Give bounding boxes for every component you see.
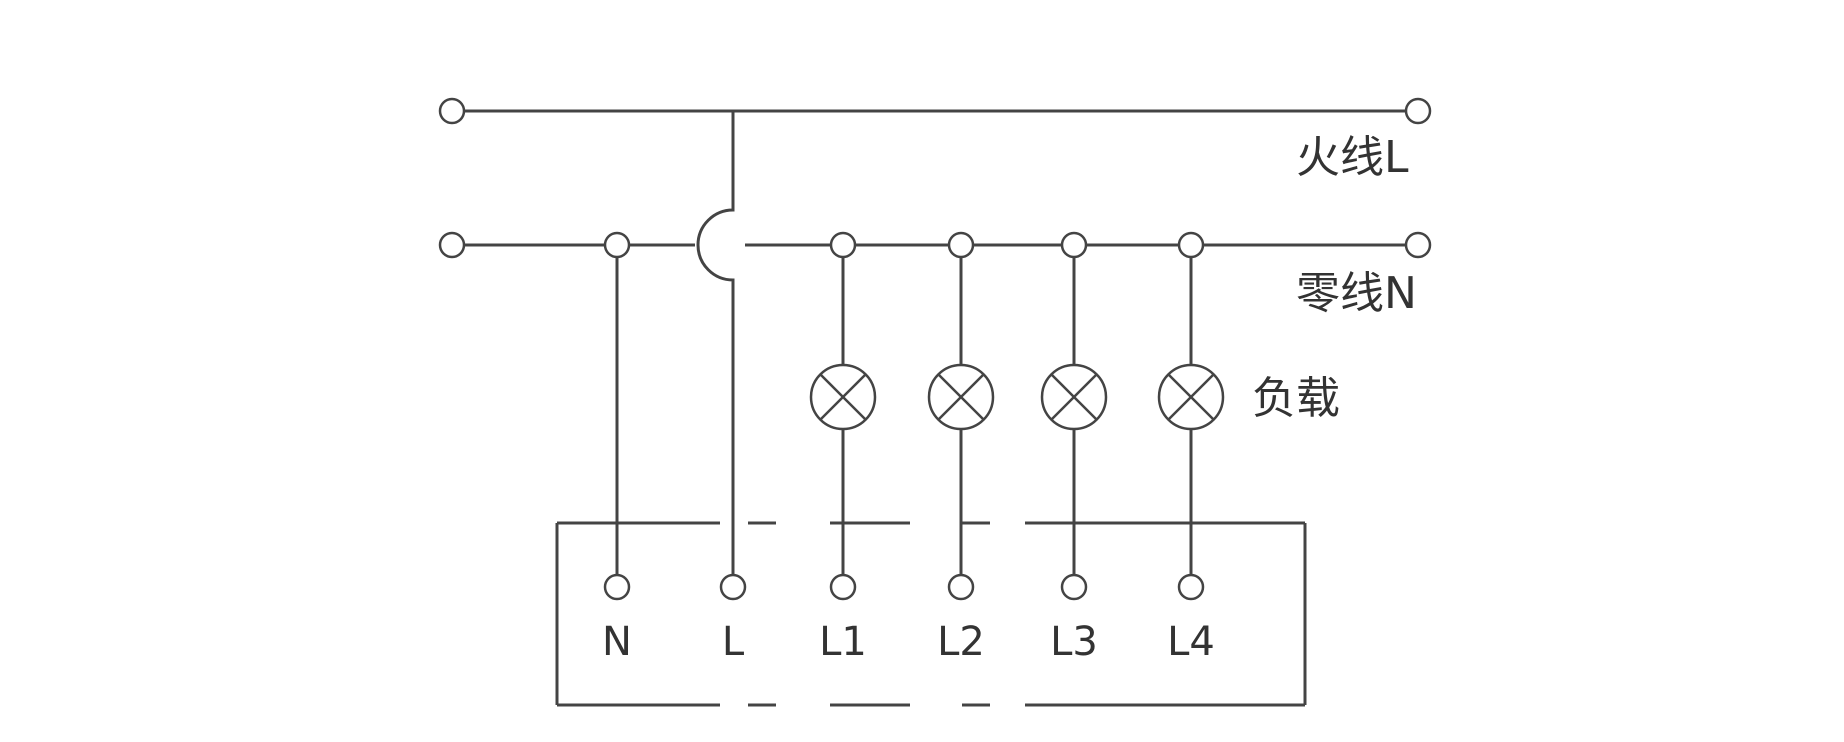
- lamp-1: [809, 363, 877, 431]
- terminal-l-node: [719, 573, 747, 601]
- terminal-label-l3: L3: [1050, 619, 1098, 665]
- neutral-junction-3: [1060, 231, 1088, 259]
- terminal-label-l: L: [722, 619, 745, 665]
- neutral-line-left-node: [438, 231, 466, 259]
- neutral-line-right-node: [1404, 231, 1432, 259]
- terminal-l4-node: [1177, 573, 1205, 601]
- load-label: 负载: [1252, 373, 1340, 424]
- neutral-junction-4: [1177, 231, 1205, 259]
- terminal-n-node: [603, 573, 631, 601]
- terminal-l1-node: [829, 573, 857, 601]
- live-line-right-node: [1404, 97, 1432, 125]
- terminal-label-n: N: [602, 619, 632, 665]
- neutral-junction-n: [603, 231, 631, 259]
- neutral-junction-1: [829, 231, 857, 259]
- module-box: [555, 521, 1307, 707]
- terminal-l3-node: [1060, 573, 1088, 601]
- terminal-label-l2: L2: [937, 619, 985, 665]
- neutral-junction-2: [947, 231, 975, 259]
- live-line-label: 火线L: [1296, 132, 1409, 183]
- lamp-3: [1040, 363, 1108, 431]
- lamp-2: [927, 363, 995, 431]
- neutral-line-label: 零线N: [1296, 268, 1417, 319]
- live-to-l-wire: [696, 111, 735, 587]
- live-line-left-node: [438, 97, 466, 125]
- lamp-4: [1157, 363, 1225, 431]
- terminal-l2-node: [947, 573, 975, 601]
- terminal-label-l1: L1: [819, 619, 867, 665]
- terminal-label-l4: L4: [1167, 619, 1215, 665]
